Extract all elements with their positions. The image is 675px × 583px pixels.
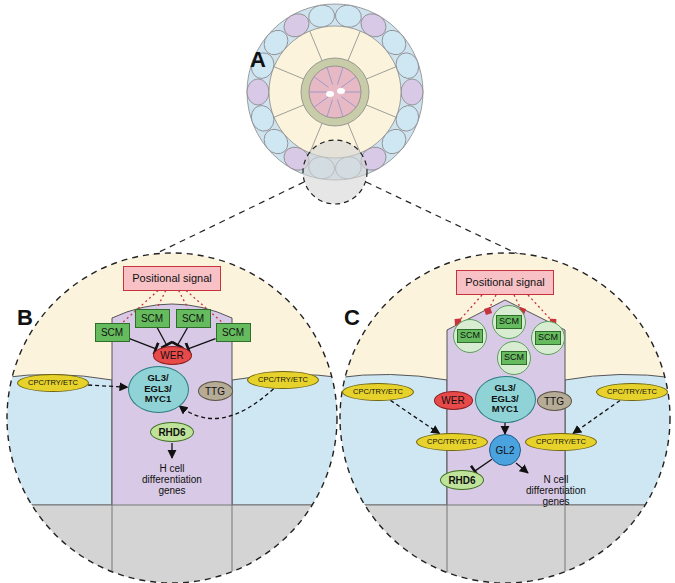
output-arrow <box>171 443 172 458</box>
molecule-ellipse: GL2 <box>489 434 521 466</box>
node-label: SCM <box>101 327 123 338</box>
node-label: GL2 <box>496 445 515 456</box>
panel-letter: C <box>344 306 360 330</box>
node-label: SCM <box>538 333 558 343</box>
node-label: CPC/TRY/ETC <box>607 388 657 396</box>
node-label: CPC/TRY/ETC <box>258 376 308 384</box>
activation-arrow <box>573 401 620 434</box>
node-label: SCM <box>460 331 480 341</box>
molecule-ellipse: CPC/TRY/ETC <box>17 374 89 392</box>
signal-line <box>179 291 188 309</box>
molecule-ellipse: CPC/TRY/ETC <box>342 383 414 401</box>
signal-line <box>157 291 166 309</box>
node-label: SCM <box>141 313 163 324</box>
scm-box: SCM <box>501 351 527 365</box>
zoom-circle <box>303 140 367 204</box>
signal-box: SCM <box>135 309 170 328</box>
molecule-ellipse: CPC/TRY/ETC <box>247 371 319 389</box>
molecule-ellipse: GL3/ EGL3/ MYC1 <box>128 366 189 413</box>
scm-vesicle: SCM <box>453 319 487 353</box>
node-label: TTG <box>544 396 564 407</box>
node-label: CPC/TRY/ETC <box>353 388 403 396</box>
node-label: SCM <box>222 327 244 338</box>
molecule-ellipse: RHD6 <box>440 470 484 490</box>
panel-letter: B <box>17 306 33 330</box>
inhibition-line <box>130 339 157 349</box>
node-label: WER <box>441 395 464 406</box>
node-label: WER <box>160 350 183 361</box>
scm-vesicle: SCM <box>492 305 526 339</box>
signal-box: Positional signal <box>123 266 221 291</box>
signal-box: SCM <box>216 323 251 342</box>
cell-view-c <box>335 250 675 583</box>
signal-box: SCM <box>176 309 211 328</box>
signal-box: SCM <box>95 323 130 342</box>
molecule-ellipse: WER <box>434 391 473 410</box>
molecule-ellipse: WER <box>153 346 192 365</box>
activation-arrow <box>88 385 128 387</box>
inhibition-line <box>157 328 167 346</box>
node-label: RHD6 <box>158 427 185 438</box>
scm-vesicle: SCM <box>497 341 531 375</box>
node-label: SCM <box>504 353 524 363</box>
molecule-ellipse: CPC/TRY/ETC <box>525 433 597 451</box>
scm-box: SCM <box>457 329 483 343</box>
scm-box: SCM <box>535 331 561 345</box>
node-label: Positional signal <box>465 276 545 288</box>
node-label: CPC/TRY/ETC <box>28 379 78 387</box>
panel-letter: A <box>250 48 266 72</box>
node-label: GL3/ EGL3/ MYC1 <box>139 373 177 404</box>
signal-box: Positional signal <box>456 270 554 295</box>
output-arrow <box>516 463 528 473</box>
node-label: TTG <box>205 386 225 397</box>
outcome-label: H cell differentiation genes <box>133 463 211 496</box>
cell-view-b <box>0 250 345 583</box>
node-label: CPC/TRY/ETC <box>536 438 586 446</box>
node-label: Positional signal <box>132 272 212 284</box>
inhibition-line <box>474 459 492 471</box>
node-label: CPC/TRY/ETC <box>427 438 477 446</box>
scm-box: SCM <box>496 315 522 329</box>
outcome-label: N cell differentiation genes <box>517 474 595 507</box>
activation-arrow <box>504 423 505 435</box>
molecule-ellipse: TTG <box>537 391 572 411</box>
molecule-ellipse: GL3/ EGL3/ MYC1 <box>475 376 536 423</box>
node-label: RHD6 <box>448 475 475 486</box>
inhibition-line <box>187 339 215 350</box>
node-label: SCM <box>499 317 519 327</box>
node-label: GL3/ EGL3/ MYC1 <box>486 383 524 414</box>
scm-vesicle: SCM <box>531 321 565 355</box>
inhibition-line <box>177 328 187 346</box>
molecule-ellipse: CPC/TRY/ETC <box>596 383 668 401</box>
molecule-ellipse: TTG <box>198 381 233 401</box>
activation-arrow <box>391 400 440 433</box>
molecule-ellipse: RHD6 <box>150 422 194 442</box>
molecule-ellipse: CPC/TRY/ETC <box>416 433 488 451</box>
node-label: SCM <box>182 313 204 324</box>
